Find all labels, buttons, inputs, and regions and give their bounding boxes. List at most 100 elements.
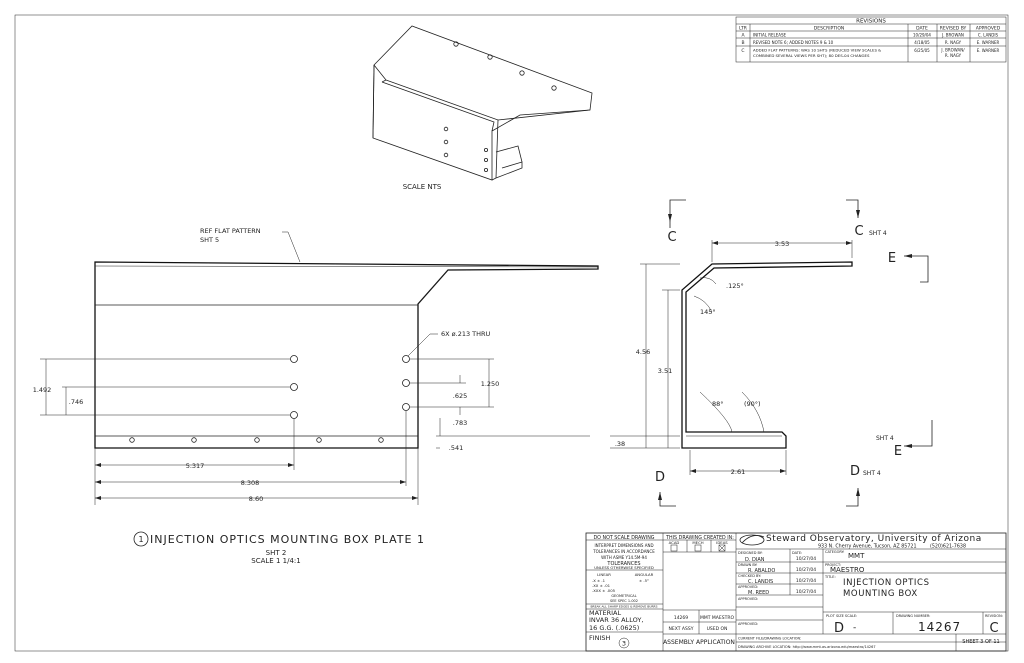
cut-label-e-bottom: E: [894, 444, 902, 459]
rev-row-by-line2: R. NAGY: [945, 53, 962, 58]
tb-org-address: 933 N. Cherry Avenue, Tucson, AZ 85721: [818, 544, 917, 550]
rev-row-date: 10/29/04: [913, 33, 931, 38]
rev-header-approved: APPROVED: [976, 26, 1001, 32]
dim-746: .746: [69, 398, 83, 406]
tb-dwg-label: DRAWING NUMBER:: [896, 614, 930, 618]
dim-783: .783: [453, 419, 467, 427]
tb-finish-label: FINISH: [589, 634, 611, 642]
tb-project-label: PROJECT:: [825, 563, 841, 567]
tb-title-line1: INJECTION OPTICS: [843, 578, 930, 588]
tb-size: D: [834, 621, 844, 636]
tb-title-label: TITLE:: [824, 575, 836, 579]
tb-size-label: PLOT SIZE SCALE:: [826, 614, 857, 618]
tb-role-label: APPROVED:: [738, 585, 758, 589]
tb-role-label: DRAWN BY:: [738, 563, 758, 567]
tb-created-opt: ACAD: [669, 540, 680, 545]
cut-label-c-right: C: [854, 224, 863, 239]
rev-header-desc: DESCRIPTION: [814, 26, 844, 32]
tb-material-2: 16 G.G. (.0625): [589, 624, 639, 632]
dim-8308: 8.308: [241, 479, 260, 487]
dim-541: .541: [449, 444, 463, 452]
dim-1492: 1.492: [33, 386, 52, 394]
tb-finish-note-circle: [618, 637, 630, 649]
tb-tol-row: .XXX ± .005: [592, 588, 616, 593]
tb-role-label: CHECKED BY:: [738, 574, 761, 578]
sheet-border: [14, 14, 1009, 652]
tb-interpret-3: WITH ASME Y14.5M-94: [601, 555, 647, 560]
dim-261: 2.61: [731, 468, 745, 476]
tb-tol-row: .XX ± .01: [592, 583, 611, 588]
rev-row-approved: C. LANDIS: [978, 33, 999, 38]
rev-row-date: 4/18/05: [914, 40, 930, 45]
dim-860: 8.60: [249, 495, 263, 503]
tb-tol-linear: LINEAR: [597, 572, 611, 577]
tb-category: MMT: [848, 552, 865, 560]
rev-row-ltr: B: [741, 40, 744, 46]
tb-sheet-number: SHEET 3 OF 11: [962, 639, 999, 645]
tb-scale: -: [853, 623, 856, 633]
tb-role-name: R. ABALDO: [748, 568, 775, 574]
tb-project: MAESTRO: [830, 566, 865, 574]
tb-used-on: USED ON: [707, 626, 728, 632]
view-number-circle: [133, 531, 149, 547]
tb-material-label: MATERIAL: [589, 609, 622, 617]
section-view: [610, 199, 933, 507]
tb-tol-row: .X ± .1: [592, 578, 606, 583]
tb-created-opt: MECH: [692, 540, 703, 545]
isometric-view: [372, 25, 593, 181]
tb-tolerances-sub: UNLESS OTHERWISE SPECIFIED: [594, 565, 654, 570]
rev-row-by: J. BROWAN/: [940, 48, 965, 53]
tb-role-label: APPROVED:: [738, 597, 758, 601]
view-sheet: SHT 2: [266, 549, 287, 557]
tb-file-location: CURRENT FILE/DRAWING LOCATION:: [738, 637, 801, 641]
observatory-logo-icon: [739, 534, 765, 546]
front-right-dims: [410, 358, 590, 449]
cut-sheet-c: SHT 4: [869, 230, 887, 237]
dim-145: 145°: [700, 308, 716, 316]
tb-role-name: D. DIAN: [745, 557, 765, 563]
tb-role-label: APPROVED:: [738, 622, 758, 626]
dim-1250: 1.250: [481, 380, 500, 388]
tb-assembly-app: ASSEMBLY APPLICATION: [663, 639, 735, 646]
tb-created-in: THIS DRAWING CREATED IN:: [665, 535, 734, 541]
iso-scale-label: SCALE NTS: [403, 183, 442, 191]
cut-sheet-d: SHT 4: [863, 470, 881, 477]
dim-353: 3.53: [775, 240, 789, 248]
rev-row-date: 6/25/05: [914, 48, 930, 53]
tb-org-name: Steward Observatory, University of Arizo…: [766, 534, 982, 544]
tb-rev-label: REVISION:: [985, 614, 1003, 618]
tb-org-phone: (520)621-7638: [930, 544, 966, 550]
tb-date-label: DATE:: [792, 551, 802, 555]
front-view: [94, 261, 599, 449]
tb-material-1: INVAR 36 ALLOY,: [589, 616, 643, 624]
rev-header-ltr: LTR: [739, 26, 747, 32]
cut-label-d-left: D: [655, 470, 665, 485]
tb-finish-note: 3: [622, 640, 626, 648]
cut-label-c-left: C: [667, 230, 676, 245]
rev-row-approved: E. WARNER: [977, 48, 1000, 53]
tb-role-date: 10/27/04: [796, 556, 816, 562]
tb-role-date: 10/27/04: [796, 578, 816, 584]
dim-125: .125°: [726, 282, 744, 290]
dim-90: (90°): [744, 400, 761, 408]
tb-no-scale: DO NOT SCALE DRAWING: [593, 535, 654, 541]
tb-role-date: 10/27/04: [796, 567, 816, 573]
rev-row-approved: E. WARNER: [977, 40, 1000, 45]
tb-role-label: DESIGNED BY:: [738, 551, 763, 555]
tb-break-edges: BREAK ALL SHARP EDGES & REMOVE BURRS: [590, 605, 657, 609]
dim-456: 4.56: [636, 348, 650, 356]
cut-sheet-e: SHT 4: [876, 435, 894, 442]
hole-callout: 6X ø.213 THRU: [441, 330, 491, 338]
rev-header-date: DATE: [916, 26, 928, 32]
rev-row-by: J. BROWAN: [941, 33, 964, 38]
dim-38: .38: [615, 440, 625, 448]
tb-created-opt: IDEAS: [716, 540, 728, 545]
front-left-dims: [40, 358, 419, 505]
revisions-table: REVISIONS LTR DESCRIPTION DATE REVISED B…: [735, 16, 1007, 63]
view-title: INJECTION OPTICS MOUNTING BOX PLATE 1: [150, 533, 425, 546]
tb-archive-location: DRAWING ARCHIVE LOCATION: http://www.mmt…: [738, 645, 876, 649]
tb-tol-geometric: GEOMETRICAL: [611, 594, 636, 598]
tb-title-line2: MOUNTING BOX: [843, 589, 918, 599]
tb-rev: C: [989, 621, 998, 636]
